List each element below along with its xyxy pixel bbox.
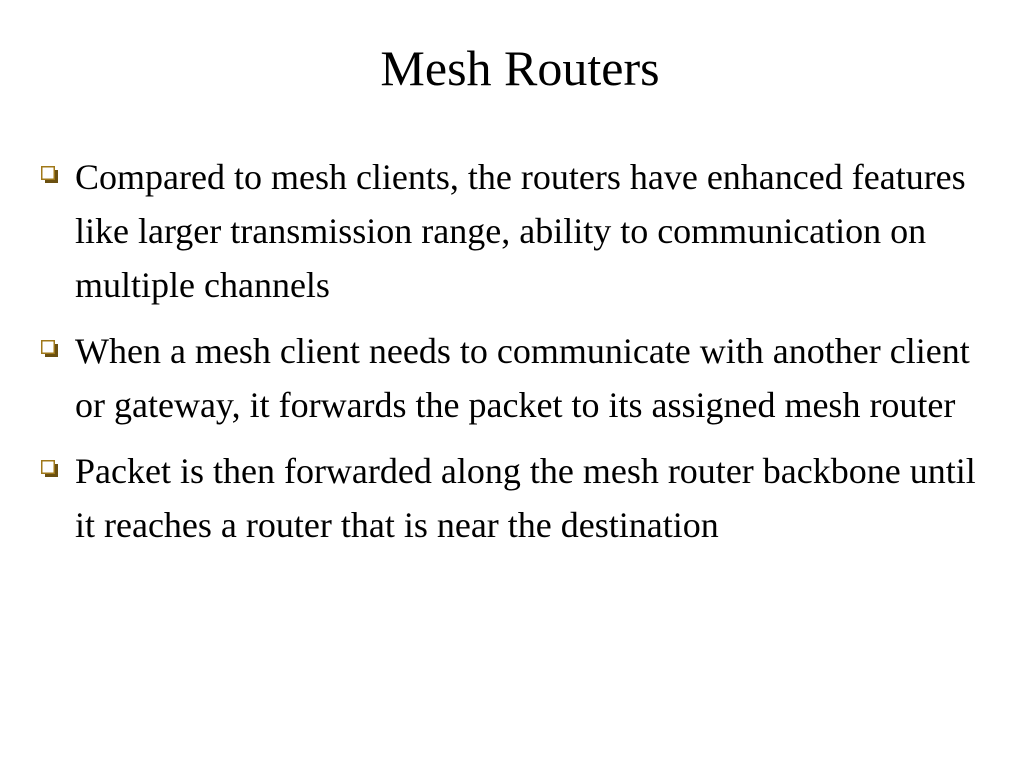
bullet-text: Compared to mesh clients, the routers ha… (75, 157, 966, 305)
slide-title: Mesh Routers (380, 40, 660, 96)
square-bullet-icon (41, 340, 58, 357)
bullet-item-3: Packet is then forwarded along the mesh … (38, 444, 988, 552)
bullet-text: Packet is then forwarded along the mesh … (75, 451, 976, 545)
bullet-item-1: Compared to mesh clients, the routers ha… (38, 150, 988, 312)
bullet-text: When a mesh client needs to communicate … (75, 331, 970, 425)
square-bullet-icon (41, 166, 58, 183)
bullet-item-2: When a mesh client needs to communicate … (38, 324, 988, 432)
bullet-list: Compared to mesh clients, the routers ha… (38, 150, 988, 564)
square-bullet-icon (41, 460, 58, 477)
